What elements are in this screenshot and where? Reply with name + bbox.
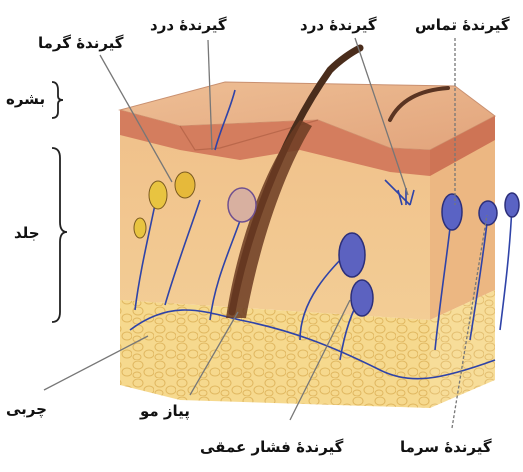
mid-receptor xyxy=(228,188,256,222)
label-epidermis: بشره xyxy=(6,92,45,107)
label-hair-root: پیاز مو xyxy=(140,404,190,419)
label-pain-receptor-right: گیرندهٔ درد xyxy=(300,18,377,33)
label-deep-pressure-receptor: گیرندهٔ فشار عمقی xyxy=(200,440,343,455)
label-cold-receptor: گیرندهٔ سرما xyxy=(400,440,492,455)
label-dermis: جلد xyxy=(14,226,40,241)
epidermis-bracket xyxy=(52,82,63,118)
dermis-bracket xyxy=(52,148,67,322)
label-fat: چربی xyxy=(6,402,47,417)
label-touch-receptor: گیرندهٔ تماس xyxy=(415,18,510,33)
label-heat-receptor: گیرندهٔ گرما xyxy=(38,36,124,51)
label-pain-receptor-left: گیرندهٔ درد xyxy=(150,18,227,33)
